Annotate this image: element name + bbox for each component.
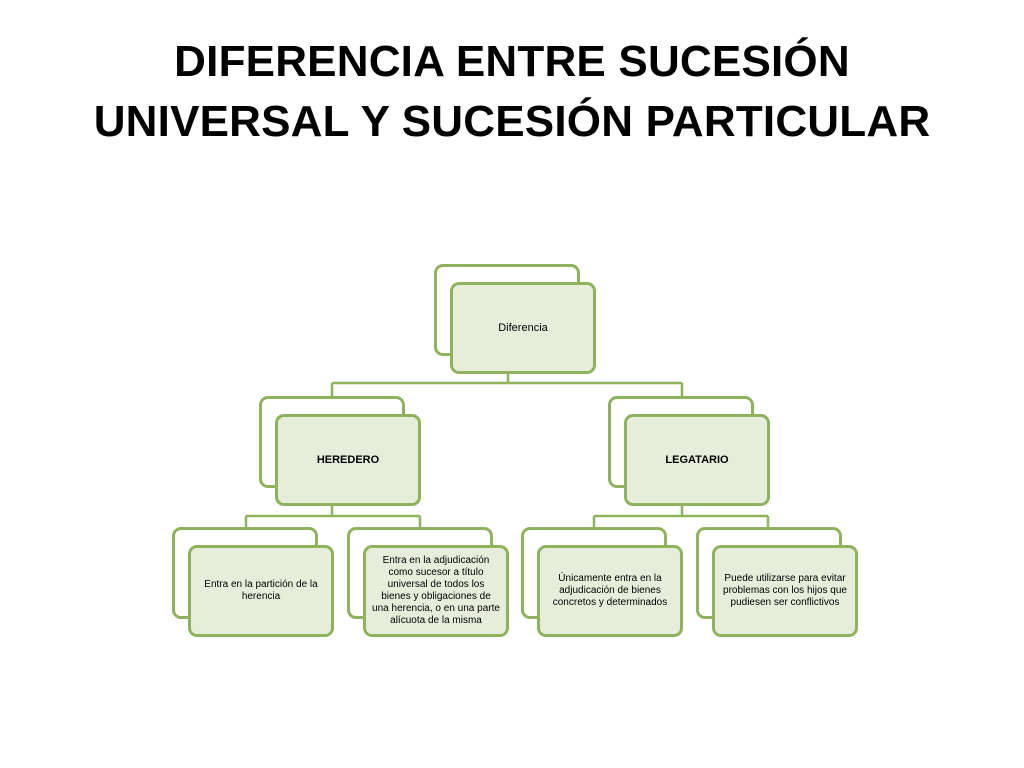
slide-title: DIFERENCIA ENTRE SUCESIÓN UNIVERSAL Y SU… [0,32,1024,152]
heredero-node: HEREDERO [259,396,421,506]
connector-heredero-leaves [244,503,422,530]
legatario-leaf-1: Únicamente entra en la adjudicación de b… [521,527,683,637]
title-line-2: UNIVERSAL Y SUCESIÓN PARTICULAR [93,97,931,146]
heredero-node-label: HEREDERO [316,454,380,466]
root-node: Diferencia [434,264,596,374]
title-line-1: DIFERENCIA ENTRE SUCESIÓN [174,37,850,86]
heredero-leaf-2-text: Entra en la adjudicación como sucesor a … [372,555,500,626]
heredero-leaf-1: Entra en la partición de la herencia [172,527,334,637]
legatario-node: LEGATARIO [608,396,770,506]
legatario-leaf-1-text: Únicamente entra en la adjudicación de b… [552,573,668,608]
legatario-node-label: LEGATARIO [665,454,729,466]
root-node-label: Diferencia [498,322,548,334]
legatario-leaf-2: Puede utilizarse para evitar problemas c… [696,527,858,637]
heredero-leaf-1-text: Entra en la partición de la herencia [204,579,318,602]
heredero-leaf-2: Entra en la adjudicación como sucesor a … [347,527,509,637]
connector-root-level1 [330,372,684,399]
legatario-leaf-2-text: Puede utilizarse para evitar problemas c… [723,573,847,608]
connector-legatario-leaves [592,503,770,530]
